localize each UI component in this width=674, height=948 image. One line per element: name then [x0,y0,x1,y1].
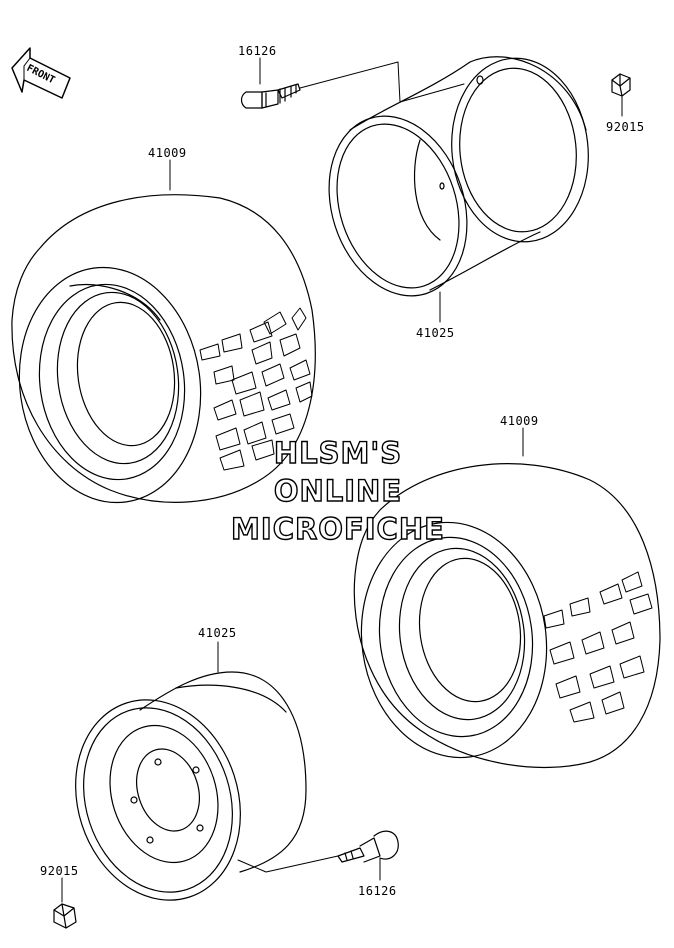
rim-bottom [75,641,307,901]
part-label-41025-bottom: 41025 [198,626,237,640]
part-label-16126-bottom: 16126 [358,884,397,898]
rim-top [328,56,589,323]
leader-valve-top [299,61,465,103]
part-label-92015-bottom: 92015 [40,864,79,878]
valve-stem-top [240,83,301,109]
leader-valve-bottom [237,855,339,873]
part-label-41009-bottom: 41009 [500,414,539,428]
part-label-92015-top: 92015 [606,120,645,134]
tire-bottom [353,427,661,769]
tire-bottom-tread [543,571,653,723]
watermark-line-1: HLSM'S [273,435,403,470]
front-direction-arrow-icon: FRONT [11,47,71,99]
watermark-line-3: MICROFICHE [230,511,445,546]
tire-top [11,159,316,504]
nut-top [611,73,631,117]
part-label-41025-top: 41025 [416,326,455,340]
watermark-line-2: ONLINE [273,473,403,508]
part-label-41009-top: 41009 [148,146,187,160]
valve-stem-bottom [337,830,399,881]
tire-top-tread [199,307,313,471]
nut-bottom [53,877,77,929]
part-label-16126-top: 16126 [238,44,277,58]
